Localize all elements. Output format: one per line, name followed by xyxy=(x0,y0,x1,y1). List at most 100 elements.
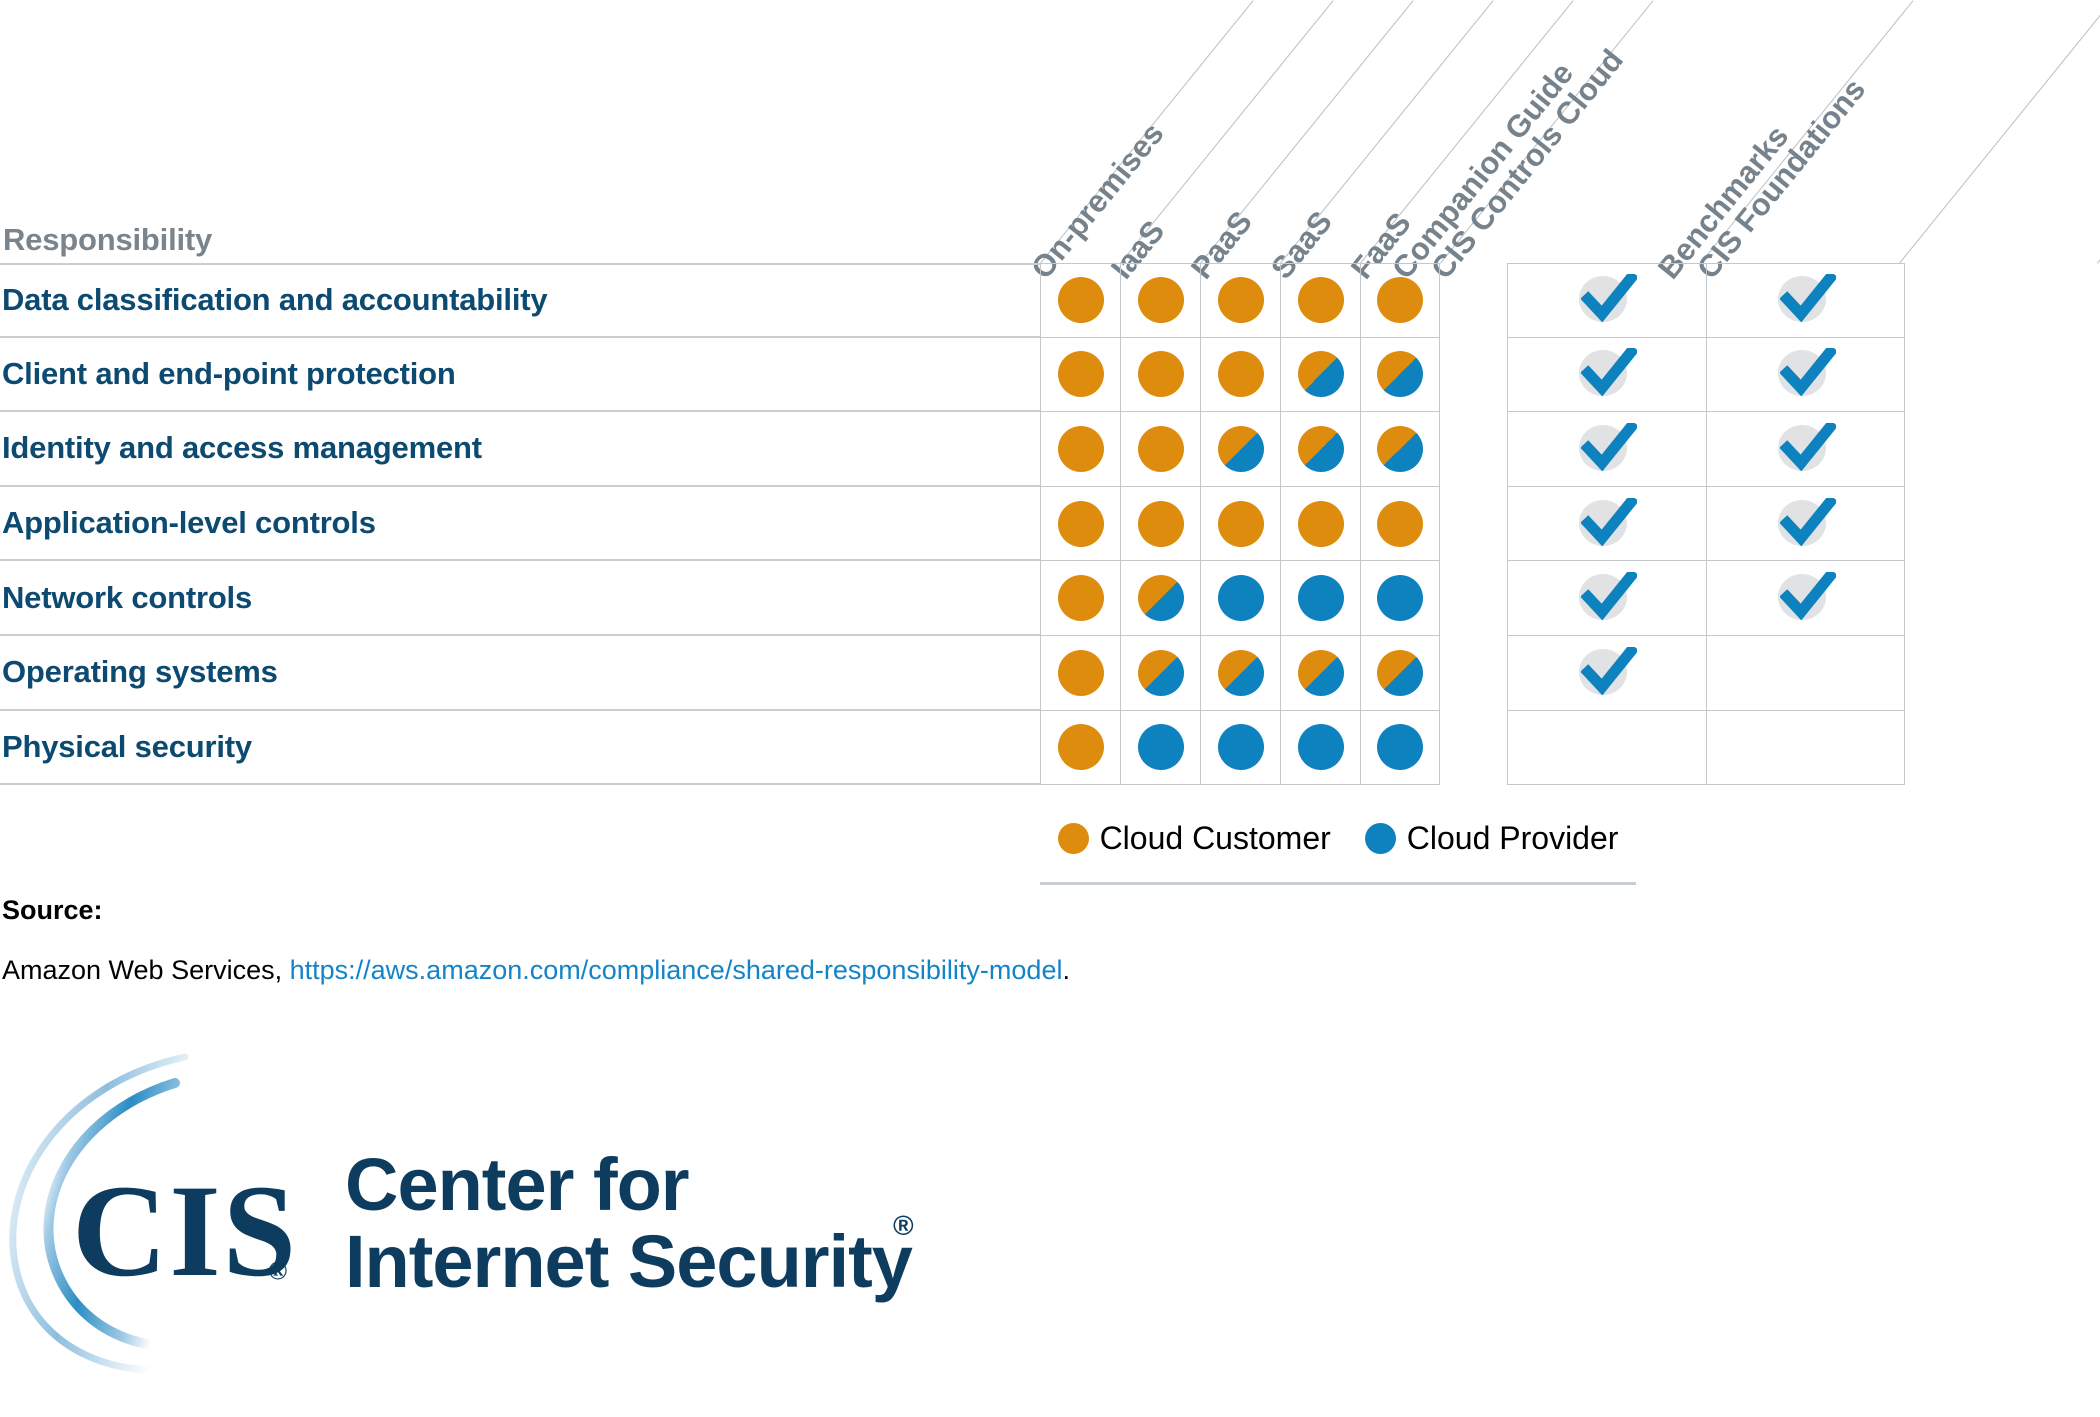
dot-cloud-provider xyxy=(1377,724,1423,771)
legend: Cloud Customer Cloud Provider xyxy=(1040,820,1636,857)
dot-cloud-customer xyxy=(1057,425,1104,472)
dot-shared xyxy=(1217,425,1264,472)
dot-cloud-customer xyxy=(1057,575,1104,622)
logo-line1: Center for xyxy=(345,1143,689,1226)
logo-acronym: CIS xyxy=(72,1157,298,1304)
cell-iaas xyxy=(1120,635,1200,711)
table-row: Physical security xyxy=(0,710,2100,786)
check-icon xyxy=(1579,572,1637,624)
logo-line2-registered: ® xyxy=(893,1210,914,1241)
cell-on-premises xyxy=(1040,337,1120,413)
legend-dot-cloud-provider xyxy=(1364,823,1396,854)
logo-line2: Internet Security xyxy=(345,1220,913,1303)
legend-label-cloud-provider: Cloud Provider xyxy=(1406,820,1619,856)
dot-shared xyxy=(1297,425,1344,472)
dot-cloud-customer xyxy=(1217,500,1264,547)
column-header-cis-foundations-benchmarks-line1: CIS Foundations xyxy=(1690,71,1873,286)
cell-faas xyxy=(1360,561,1440,636)
dot-cloud-customer xyxy=(1057,277,1104,324)
column-gap xyxy=(1440,263,1507,338)
responsibility-table: Data classification and accountability xyxy=(0,263,2100,786)
cell-cis-controls-cloud-companion-guide xyxy=(1507,635,1706,711)
source-text: Amazon Web Services, https://aws.amazon.… xyxy=(2,955,1070,986)
row-label: Client and end-point protection xyxy=(0,338,1040,413)
source-prefix: Amazon Web Services, xyxy=(2,955,290,985)
table-row: Network controls xyxy=(0,561,2100,636)
cell-on-premises xyxy=(1040,412,1120,487)
source-link[interactable]: https://aws.amazon.com/compliance/shared… xyxy=(289,955,1063,985)
row-check-cells xyxy=(1507,710,1905,786)
dot-cloud-provider xyxy=(1377,575,1423,622)
dot-cloud-provider xyxy=(1137,724,1184,771)
cell-cis-foundations-benchmarks xyxy=(1706,486,1905,562)
row-cells xyxy=(1040,412,1440,487)
cell-on-premises xyxy=(1040,710,1120,786)
check-icon xyxy=(1579,497,1637,550)
dot-shared xyxy=(1217,649,1264,696)
row-label: Identity and access management xyxy=(0,412,1040,487)
row-label: Data classification and accountability xyxy=(0,263,1040,338)
cell-iaas xyxy=(1120,337,1200,413)
table-row: Application-level controls xyxy=(0,486,2100,562)
logo-outer-arc xyxy=(9,1053,194,1374)
row-label: Network controls xyxy=(0,561,1040,636)
cell-iaas xyxy=(1120,263,1200,338)
row-cells xyxy=(1040,561,1440,636)
row-check-cells xyxy=(1507,635,1905,711)
cell-faas xyxy=(1360,412,1440,487)
check-icon xyxy=(1777,497,1836,550)
cell-saas xyxy=(1280,486,1360,562)
row-label: Physical security xyxy=(0,711,1040,786)
row-check-cells xyxy=(1507,561,1905,636)
table-row: Operating systems xyxy=(0,635,2100,711)
dot-cloud-provider xyxy=(1217,724,1264,771)
dot-shared xyxy=(1297,351,1344,398)
table-row: Data classification and accountability xyxy=(0,263,2100,338)
cell-cis-foundations-benchmarks xyxy=(1706,263,1905,338)
legend-item-cloud-provider: Cloud Provider xyxy=(1364,820,1619,857)
dot-cloud-customer xyxy=(1137,351,1184,398)
check-icon xyxy=(1777,348,1836,400)
cell-paas xyxy=(1200,337,1280,413)
dot-cloud-customer xyxy=(1057,724,1104,771)
dot-shared xyxy=(1377,425,1423,472)
cell-cis-controls-cloud-companion-guide xyxy=(1507,337,1706,413)
column-header-cis-controls-cloud-companion-guide-line1: CIS Controls Cloud xyxy=(1424,42,1631,286)
row-check-cells xyxy=(1507,412,1905,487)
dot-cloud-customer xyxy=(1377,277,1423,324)
dot-cloud-customer xyxy=(1377,500,1423,547)
cell-cis-foundations-benchmarks xyxy=(1706,561,1905,636)
dot-cloud-customer xyxy=(1217,351,1264,398)
check-icon xyxy=(1579,422,1637,475)
cell-cis-controls-cloud-companion-guide xyxy=(1507,710,1706,786)
cell-paas xyxy=(1200,561,1280,636)
dot-cloud-customer xyxy=(1297,277,1344,324)
column-gap xyxy=(1440,561,1507,636)
rotated-column-headers: On-premises IaaS PaaS SaaS FaaS CIS Cont… xyxy=(0,0,2100,285)
dot-cloud-customer xyxy=(1137,425,1184,472)
column-gap xyxy=(1440,338,1507,413)
logo-inner-arc xyxy=(43,1078,201,1351)
dot-shared xyxy=(1137,649,1184,696)
check-icon xyxy=(1777,274,1836,326)
dot-cloud-provider xyxy=(1297,575,1344,622)
cell-on-premises xyxy=(1040,635,1120,711)
row-label: Operating systems xyxy=(0,636,1040,711)
row-cells xyxy=(1040,710,1440,786)
cell-faas xyxy=(1360,710,1440,786)
cell-cis-foundations-benchmarks xyxy=(1706,710,1905,786)
dot-shared xyxy=(1377,649,1423,696)
dot-cloud-customer xyxy=(1297,500,1344,547)
cell-cis-controls-cloud-companion-guide xyxy=(1507,412,1706,487)
row-label: Application-level controls xyxy=(0,487,1040,562)
row-cells xyxy=(1040,635,1440,711)
cell-paas xyxy=(1200,263,1280,338)
cell-on-premises xyxy=(1040,486,1120,562)
cell-iaas xyxy=(1120,486,1200,562)
column-gap xyxy=(1440,487,1507,562)
cell-saas xyxy=(1280,263,1360,338)
cell-iaas xyxy=(1120,412,1200,487)
cell-saas xyxy=(1280,561,1360,636)
cell-saas xyxy=(1280,635,1360,711)
